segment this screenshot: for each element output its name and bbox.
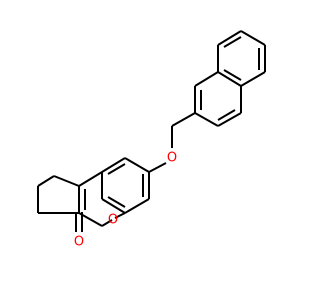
bond	[78, 171, 103, 187]
bond	[101, 219, 113, 227]
naphthalene-left-ring	[194, 71, 242, 127]
bond	[101, 198, 126, 214]
bond	[53, 175, 80, 187]
bond-inner	[223, 69, 242, 81]
bond-inner	[217, 109, 236, 121]
bond	[217, 30, 242, 46]
pyranone-ring	[78, 171, 126, 227]
bond	[217, 71, 242, 87]
molecule-structure-diagram: O O O	[37, 30, 266, 250]
methylene-linker	[148, 112, 196, 173]
bond	[240, 30, 266, 46]
bond	[124, 198, 150, 214]
cyclopentane-ring	[37, 175, 80, 214]
bond-inner	[107, 196, 126, 208]
naphthalene-right-ring	[217, 30, 266, 87]
carbonyl-oxygen-label: O	[74, 235, 84, 250]
bond	[37, 175, 55, 187]
carbonyl-group	[75, 212, 83, 232]
bond	[101, 157, 126, 173]
bond-inner	[107, 163, 126, 175]
ring-oxygen-label: O	[108, 213, 118, 228]
bond-inner	[223, 36, 242, 48]
bond	[114, 212, 126, 219]
bond	[148, 162, 167, 173]
bond	[194, 71, 219, 87]
bond	[171, 112, 196, 127]
benzene-ring	[101, 157, 150, 214]
ether-oxygen-label: O	[167, 151, 177, 166]
bond	[217, 112, 242, 127]
bond	[194, 112, 219, 127]
bond	[124, 157, 150, 173]
bond	[240, 71, 266, 87]
